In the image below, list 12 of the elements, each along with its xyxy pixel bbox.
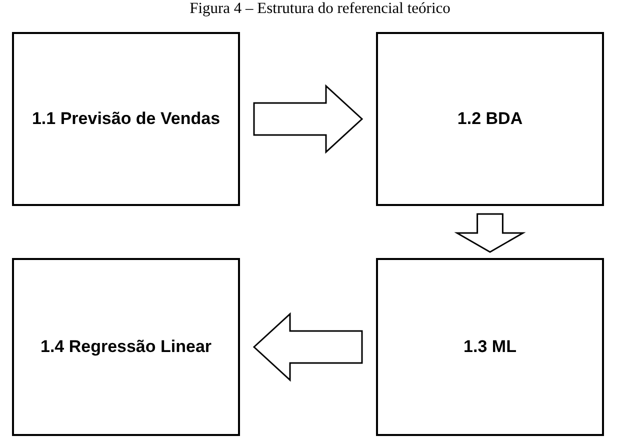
process-box <box>12 32 240 206</box>
process-box <box>376 32 604 206</box>
figure-title: Figura 4 – Estrutura do referencial teórico <box>190 0 450 18</box>
process-box <box>12 258 240 436</box>
box-label: 1.3 ML <box>464 336 516 358</box>
block-arrow <box>454 213 526 253</box>
box-label: 1.2 BDA <box>457 108 523 130</box>
block-arrow <box>253 84 364 154</box>
box-label: 1.4 Regressão Linear <box>40 336 212 358</box>
box-label: 1.1 Previsão de Vendas <box>32 108 220 130</box>
process-box <box>376 258 604 436</box>
block-arrow <box>252 312 363 382</box>
